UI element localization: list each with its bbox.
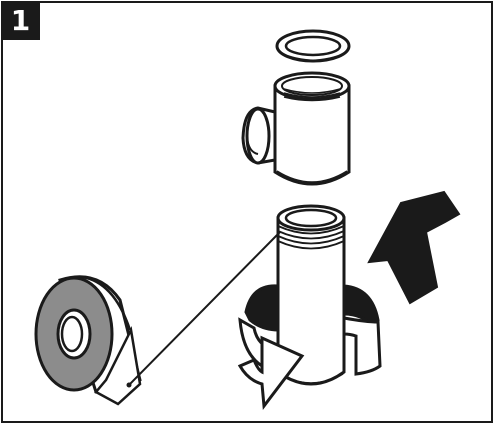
step-number-badge: 1	[1, 1, 40, 40]
sealing-ring	[277, 31, 349, 61]
step-number: 1	[11, 7, 30, 35]
tee-fitting	[243, 73, 349, 184]
up-arrow-icon	[369, 192, 459, 303]
